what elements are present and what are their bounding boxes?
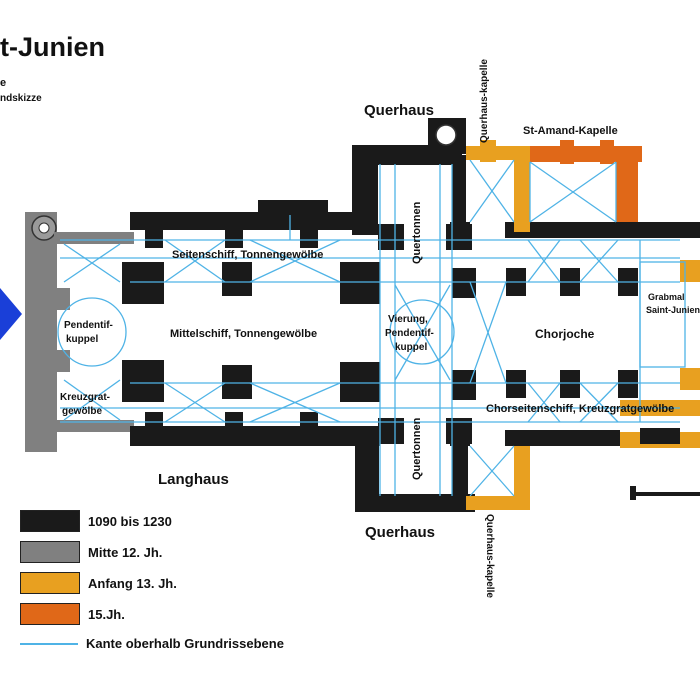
label-mittelschiff: Mittelschiff, Tonnengewölbe (170, 328, 317, 340)
legend-swatch-black (20, 510, 80, 532)
direction-arrow (0, 288, 22, 340)
label-pendentif-line-2: kuppel (66, 334, 98, 345)
label-seitenschiff: Seitenschiff, Tonnengewölbe (172, 249, 323, 261)
legend-label-1090: 1090 bis 1230 (88, 513, 172, 529)
legend-label-mitte-12: Mitte 12. Jh. (88, 544, 163, 560)
label-langhaus: Langhaus (158, 471, 229, 488)
subtitle-line-2: ndskizze (0, 93, 42, 104)
legend-swatch-orange (20, 603, 80, 625)
label-querhauskapelle-top: Querhaus-kapelle (479, 59, 490, 143)
legend-label-kante: Kante oberhalb Grundrissebene (86, 636, 284, 651)
label-vierung-line-3: kuppel (395, 342, 427, 353)
label-querhauskapelle-bottom: Querhaus-kapelle (484, 514, 495, 598)
legend-label-15: 15.Jh. (88, 606, 125, 622)
scale-bar (630, 486, 700, 500)
label-chorjoche: Chorjoche (535, 327, 595, 341)
legend-swatch-yellow-orange (20, 572, 80, 594)
label-vierung-line-2: Pendentif- (385, 328, 434, 339)
legend-item-anfang-13: Anfang 13. Jh. (20, 572, 177, 594)
label-vierung-line-1: Vierung, (388, 314, 428, 325)
label-pendentif-line-1: Pendentif- (64, 320, 113, 331)
label-quertonnen-top: Quertonnen (411, 201, 423, 264)
subtitle-line-1: e (0, 77, 6, 89)
legend-swatch-grey (20, 541, 80, 563)
label-st-amand-kapelle: St-Amand-Kapelle (523, 125, 618, 137)
vault-lines (57, 159, 686, 497)
label-querhaus-bottom: Querhaus (365, 524, 435, 541)
label-grabmal-line-2: Saint-Junien (646, 305, 700, 315)
label-kreuzgrat-line-2: gewölbe (62, 406, 102, 417)
walls (25, 118, 700, 512)
plan-title: t-Junien (0, 32, 105, 62)
label-querhaus-top: Querhaus (364, 102, 434, 119)
legend-item-1090: 1090 bis 1230 (20, 510, 172, 532)
label-chorseitenschiff: Chorseitenschiff, Kreuzgratgewölbe (486, 403, 674, 415)
legend-label-anfang-13: Anfang 13. Jh. (88, 575, 177, 591)
label-quertonnen-bottom: Quertonnen (411, 417, 423, 480)
label-grabmal-line-1: Grabmal (648, 292, 685, 302)
legend-edge-line (20, 642, 78, 645)
legend-item-mitte-12: Mitte 12. Jh. (20, 541, 162, 563)
legend-item-15: 15.Jh. (20, 603, 125, 625)
label-kreuzgrat-line-1: Kreuzgrat- (60, 392, 110, 403)
legend-item-kante: Kante oberhalb Grundrissebene (20, 636, 284, 651)
